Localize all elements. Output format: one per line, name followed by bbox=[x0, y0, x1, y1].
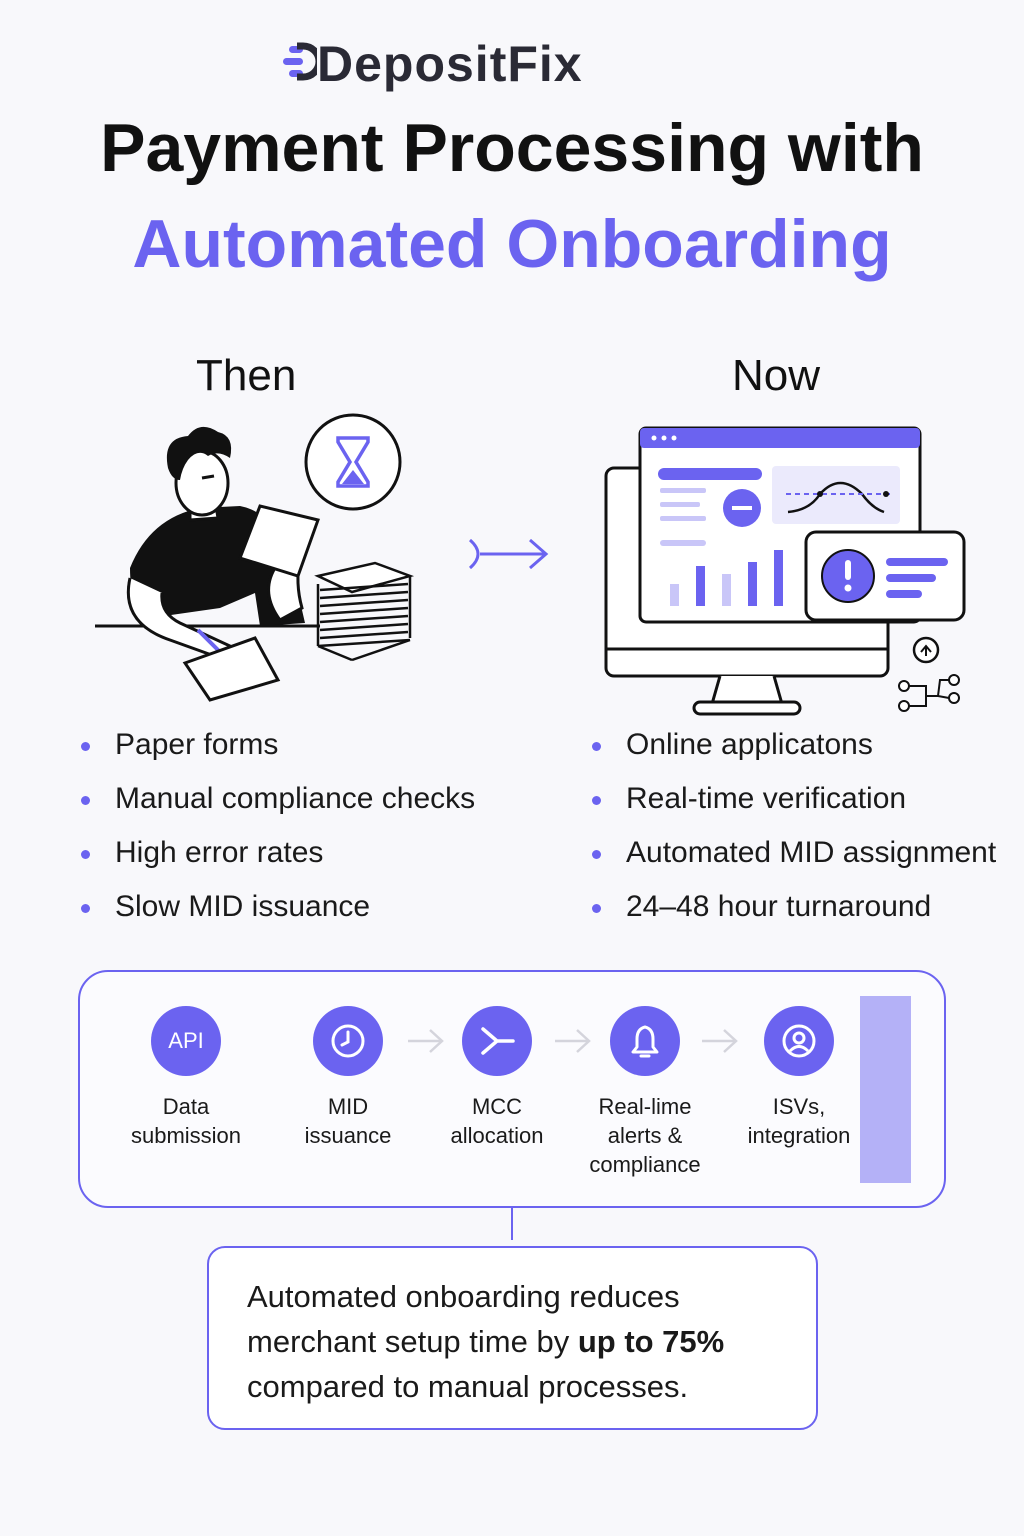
user-circle-icon bbox=[764, 1006, 834, 1076]
dashboard-monitor-illustration bbox=[604, 426, 966, 716]
summary-highlight: up to 75% bbox=[577, 1324, 725, 1359]
list-item: Slow MID issuance bbox=[81, 880, 475, 934]
now-heading: Now bbox=[732, 351, 821, 400]
logo-text: DepositFix bbox=[317, 36, 583, 92]
step-label-line: alerts & bbox=[607, 1123, 683, 1148]
clock-icon bbox=[313, 1006, 383, 1076]
flow-arrow-icon bbox=[555, 1029, 591, 1053]
summary-text-plain: merchant setup time by bbox=[247, 1324, 578, 1359]
then-heading: Then bbox=[196, 351, 297, 400]
step-label-line: submission bbox=[130, 1123, 242, 1148]
step-label: MID issuance bbox=[273, 1092, 423, 1150]
flow-step-alerts-compliance: Real-lime alerts & compliance bbox=[570, 1006, 720, 1179]
flow-step-mcc-allocation: MCC allocation bbox=[422, 1006, 572, 1150]
page-title-line-1: Payment Processing with bbox=[100, 110, 924, 186]
right-arrow-icon bbox=[468, 538, 549, 570]
now-list: Online applicatons Real-time verificatio… bbox=[592, 718, 996, 934]
logo-mark-icon bbox=[283, 40, 323, 88]
page-title-line-2: Automated Onboarding bbox=[132, 206, 892, 282]
list-item: High error rates bbox=[81, 826, 475, 880]
list-item: Online applicatons bbox=[592, 718, 996, 772]
list-item: Automated MID assignment bbox=[592, 826, 996, 880]
list-item: Real-time verification bbox=[592, 772, 996, 826]
api-icon: API bbox=[151, 1006, 221, 1076]
step-label-line: ISVs, bbox=[772, 1094, 826, 1119]
split-arrow-icon bbox=[462, 1006, 532, 1076]
step-label-line: MCC bbox=[471, 1094, 523, 1119]
flow-step-isv-integration: ISVs, integration bbox=[724, 1006, 874, 1150]
step-label: Data submission bbox=[111, 1092, 261, 1150]
step-label: MCC allocation bbox=[422, 1092, 572, 1150]
summary-line: compared to manual processes. bbox=[247, 1369, 689, 1404]
list-item: Paper forms bbox=[81, 718, 475, 772]
flow-step-data-submission: API Data submission bbox=[111, 1006, 261, 1150]
step-label-line: allocation bbox=[450, 1123, 544, 1148]
summary-text: Automated onboarding reduces merchant se… bbox=[247, 1274, 780, 1409]
summary-callout: Automated onboarding reduces merchant se… bbox=[207, 1246, 818, 1430]
flow-end-bar bbox=[860, 996, 911, 1183]
logo: DepositFix bbox=[283, 36, 583, 92]
step-label-line: MID bbox=[327, 1094, 369, 1119]
list-item: Manual compliance checks bbox=[81, 772, 475, 826]
person-paperwork-illustration bbox=[95, 413, 415, 702]
flow-arrow-icon bbox=[702, 1029, 738, 1053]
then-list: Paper forms Manual compliance checks Hig… bbox=[81, 718, 475, 934]
list-item: 24–48 hour turnaround bbox=[592, 880, 996, 934]
flow-arrow-icon bbox=[408, 1029, 444, 1053]
step-label-line: integration bbox=[747, 1123, 851, 1148]
step-label: Real-lime alerts & compliance bbox=[570, 1092, 720, 1179]
summary-line: merchant setup time by up to 75% bbox=[247, 1319, 780, 1364]
api-icon-text: API bbox=[168, 1028, 204, 1053]
step-label-line: compliance bbox=[589, 1152, 701, 1177]
connector-line bbox=[511, 1208, 513, 1240]
step-label-line: Real-lime bbox=[598, 1094, 692, 1119]
step-label-line: Data bbox=[162, 1094, 210, 1119]
summary-line: Automated onboarding reduces bbox=[247, 1279, 680, 1314]
bell-icon bbox=[610, 1006, 680, 1076]
step-label: ISVs, integration bbox=[724, 1092, 874, 1150]
step-label-line: issuance bbox=[304, 1123, 392, 1148]
flow-step-mid-issuance: MID issuance bbox=[273, 1006, 423, 1150]
